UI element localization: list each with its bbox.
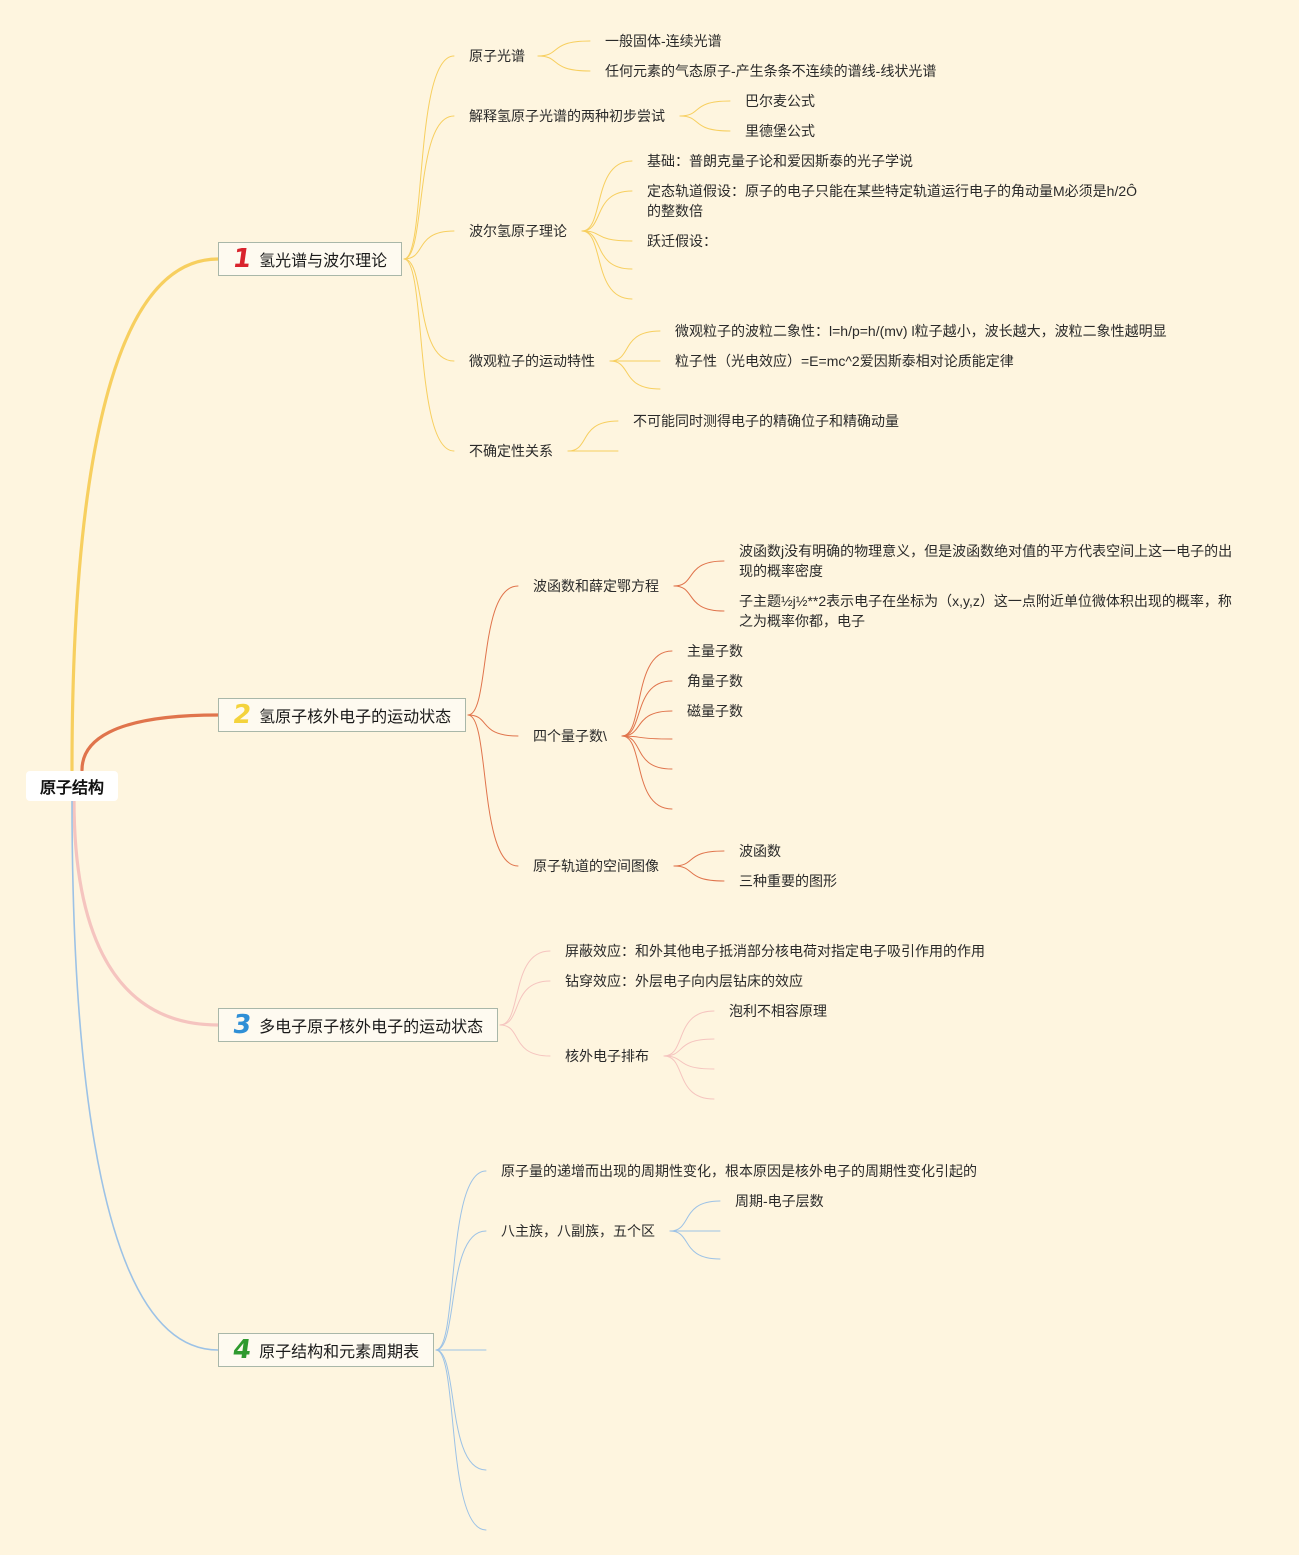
- number-1-icon: 1: [230, 244, 254, 274]
- subtopic-groups[interactable]: 八主族，八副族，五个区: [501, 1223, 655, 1239]
- topic-3[interactable]: 3 多电子原子核外电子的运动状态: [218, 1008, 499, 1042]
- link-root-topic3: [72, 798, 220, 1027]
- leaf-angular-qn[interactable]: 角量子数: [687, 673, 743, 689]
- link-t2c-0: [673, 850, 725, 867]
- link-t4-3: [435, 1349, 487, 1471]
- number-2-icon: 2: [230, 700, 254, 730]
- leaf-bohr-basis[interactable]: 基础：普朗克量子论和爱因斯泰的光子学说: [647, 153, 913, 169]
- topic-3-label: 多电子原子核外电子的运动状态: [259, 1019, 484, 1036]
- number-3-icon: 3: [230, 1010, 254, 1040]
- subtopic-micro-particles[interactable]: 微观粒子的运动特性: [469, 353, 595, 369]
- topic-4[interactable]: 4 原子结构和元素周期表: [218, 1333, 435, 1367]
- link-t1b-0: [679, 100, 731, 117]
- leaf-wave-particle[interactable]: 微观粒子的波粒二象性：l=h/p=h/(mv) l粒子越小，波长越大，波粒二象性…: [675, 323, 1167, 339]
- link-t3-1: [499, 980, 551, 1026]
- subtopic-atomic-spectrum[interactable]: 原子光谱: [469, 48, 525, 64]
- topic-1[interactable]: 1 氢光谱与波尔理论: [218, 242, 403, 276]
- link-t2b-3: [621, 735, 673, 740]
- link-t1-e: [403, 258, 455, 452]
- subtopic-electron-config[interactable]: 核外电子排布: [565, 1048, 649, 1064]
- link-t4b-0: [669, 1200, 721, 1232]
- subtopic-orbital-images[interactable]: 原子轨道的空间图像: [533, 858, 659, 874]
- link-t3c-0: [663, 1010, 715, 1057]
- link-t2-b: [467, 714, 519, 737]
- link-t1-a: [403, 55, 455, 260]
- link-t2b-0: [621, 650, 673, 737]
- link-t2b-5: [621, 735, 673, 810]
- leaf-magnetic-qn[interactable]: 磁量子数: [687, 703, 743, 719]
- link-t4-1: [435, 1230, 487, 1351]
- leaf-continuous-spectrum[interactable]: 一般固体-连续光谱: [605, 33, 722, 49]
- link-t1c-2: [581, 230, 633, 242]
- link-t1b-1: [679, 115, 731, 132]
- leaf-uncertainty-principle[interactable]: 不可能同时测得电子的精确位子和精确动量: [633, 413, 899, 429]
- leaf-rydberg[interactable]: 里德堡公式: [745, 123, 815, 139]
- number-4-icon: 4: [230, 1335, 254, 1365]
- leaf-line-spectrum[interactable]: 任何元素的气态原子-产生条条不连续的谱线-线状光谱: [605, 63, 937, 79]
- topic-4-label: 原子结构和元素周期表: [259, 1344, 420, 1361]
- leaf-transition[interactable]: 跃迁假设：: [647, 233, 717, 249]
- link-t3c-3: [663, 1055, 715, 1100]
- link-t1-c: [403, 230, 455, 260]
- leaf-particle-nature[interactable]: 粒子性（光电效应）=E=mc^2爱因斯泰相对论质能定律: [675, 353, 1014, 369]
- link-t1a-0: [537, 40, 591, 57]
- leaf-stationary-orbit[interactable]: 定态轨道假设：原子的电子只能在某些特定轨道运行电子的角动量M必须是h/2Ô的整数…: [647, 183, 1138, 219]
- link-t2a-0: [673, 560, 725, 587]
- link-t3c-2: [663, 1055, 715, 1070]
- subtopic-two-attempts[interactable]: 解释氢原子光谱的两种初步尝试: [469, 108, 665, 124]
- link-root-topic2: [80, 713, 220, 772]
- subtopic-penetration[interactable]: 钻穿效应：外层电子向内层钻床的效应: [565, 973, 803, 989]
- link-t1c-1: [581, 190, 633, 232]
- leaf-period-shells[interactable]: 周期-电子层数: [735, 1193, 824, 1209]
- link-t4b-2: [669, 1230, 721, 1260]
- link-t1c-3: [581, 230, 633, 270]
- leaf-wave-meaning[interactable]: 波函数j没有明确的物理意义，但是波函数绝对值的平方代表空间上这一电子的出现的概率…: [739, 543, 1233, 579]
- topic-2-label: 氢原子核外电子的运动状态: [259, 709, 452, 726]
- subtopic-wave-function[interactable]: 波函数和薛定鄂方程: [533, 578, 659, 594]
- subtopic-uncertainty[interactable]: 不确定性关系: [469, 443, 553, 459]
- link-t3c-1: [663, 1038, 715, 1057]
- leaf-wave-function[interactable]: 波函数: [739, 843, 781, 859]
- link-t1c-4: [581, 230, 633, 300]
- link-t1c-0: [581, 160, 633, 232]
- subtopic-periodic-change[interactable]: 原子量的递增而出现的周期性变化，根本原因是核外电子的周期性变化引起的: [501, 1163, 977, 1179]
- link-t2a-1: [673, 585, 725, 612]
- leaf-balmer[interactable]: 巴尔麦公式: [745, 93, 815, 109]
- subtopic-quantum-numbers[interactable]: 四个量子数\: [533, 728, 607, 744]
- link-root-topic1: [70, 257, 220, 772]
- link-t1-d: [403, 258, 455, 362]
- link-t2-a: [467, 585, 519, 716]
- link-t2b-1: [621, 680, 673, 737]
- link-t2b-2: [621, 710, 673, 737]
- link-t3-0: [499, 950, 551, 1026]
- link-root-topic4: [71, 799, 219, 1351]
- leaf-pauli[interactable]: 泡利不相容原理: [729, 1003, 827, 1019]
- subtopic-shielding[interactable]: 屏蔽效应：和外其他电子抵消部分核电荷对指定电子吸引作用的作用: [565, 943, 985, 959]
- link-t2-c: [467, 714, 519, 867]
- link-t1a-1: [537, 55, 591, 72]
- subtopic-bohr-theory[interactable]: 波尔氢原子理论: [469, 223, 567, 239]
- link-t1d-2: [609, 360, 661, 390]
- link-t4-4: [435, 1349, 487, 1531]
- link-t1d-0: [609, 330, 661, 362]
- link-t4-0: [435, 1170, 487, 1351]
- link-t2b-4: [621, 735, 673, 770]
- leaf-principal-qn[interactable]: 主量子数: [687, 643, 743, 659]
- link-t2c-1: [673, 865, 725, 882]
- link-t1-b: [403, 115, 455, 260]
- topic-2[interactable]: 2 氢原子核外电子的运动状态: [218, 698, 467, 732]
- leaf-probability[interactable]: 子主题½j½**2表示电子在坐标为（x,y,z）这一点附近单位微体积出现的概率，…: [739, 593, 1232, 629]
- topic-1-label: 氢光谱与波尔理论: [259, 253, 388, 270]
- link-t3-2: [499, 1024, 551, 1057]
- leaf-three-shapes[interactable]: 三种重要的图形: [739, 873, 837, 889]
- root-node[interactable]: 原子结构: [26, 771, 118, 801]
- link-t1e-0: [567, 420, 619, 452]
